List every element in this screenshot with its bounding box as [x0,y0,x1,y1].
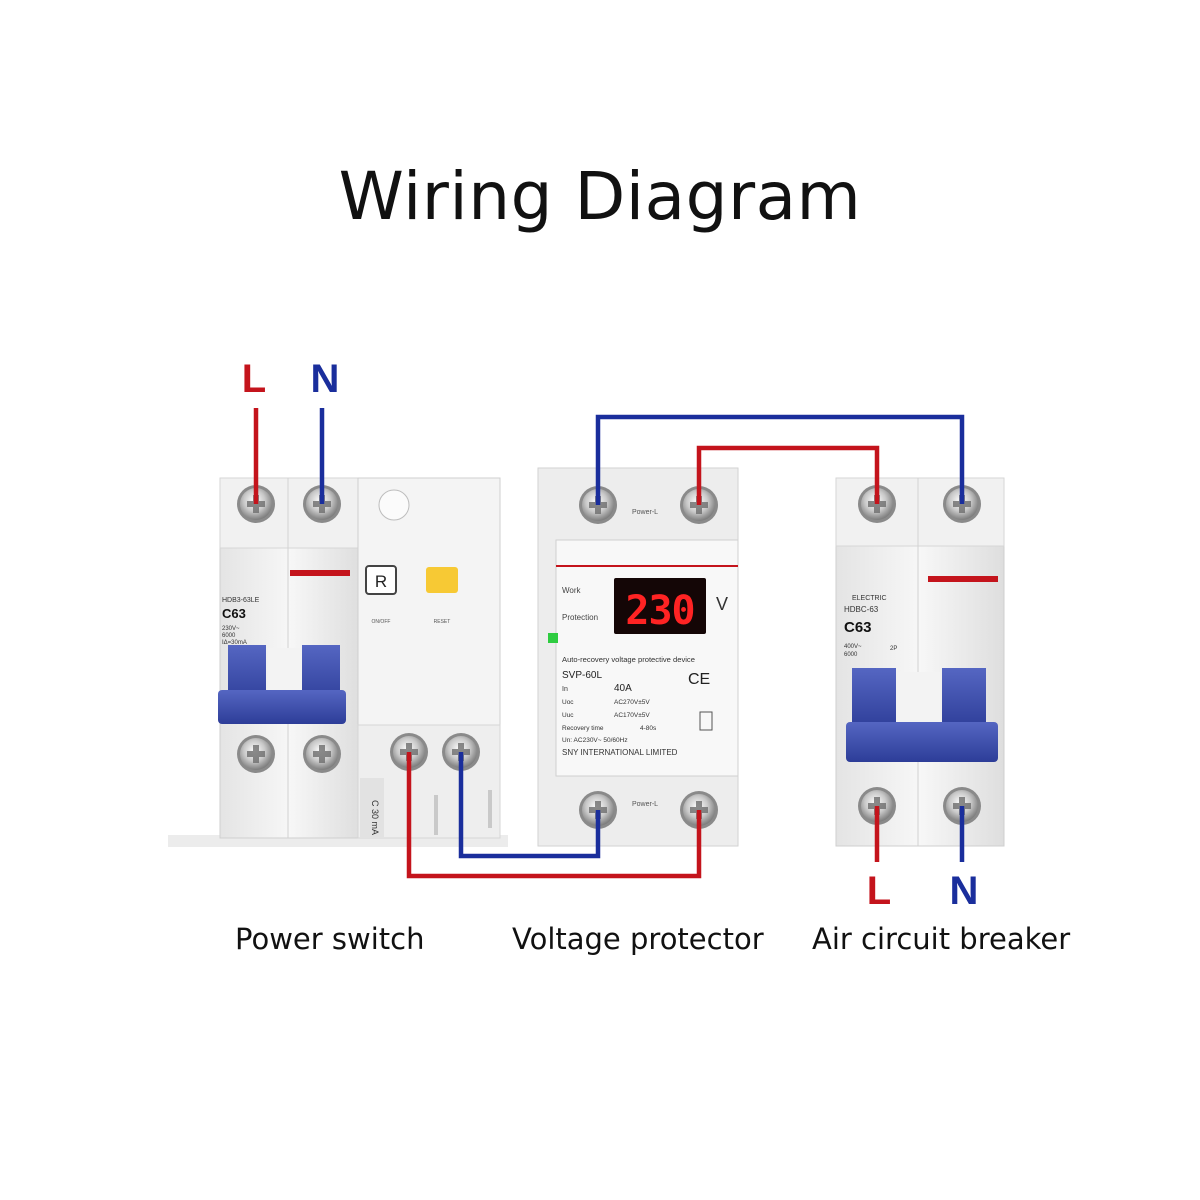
voltage-protector-rating-label: In [562,686,568,693]
voltage-protector-spec-1-value: AC270V±5V [614,699,650,706]
power-switch-test-button[interactable] [365,565,397,595]
voltage-protector-status-work: Work [562,586,582,595]
air-circuit-breaker-spec-2: 6000 [844,652,858,658]
n-wire-protector-to-breaker [595,414,965,505]
voltage-protector-spec-3-value: 4-80s [640,725,657,732]
voltage-protector-spec-2-value: AC170V±5V [614,712,650,719]
power-switch-mcb-rating: C63 [222,606,246,621]
voltage-protector-spec-1-label: Uoc [562,699,574,706]
voltage-protector-spec-4: Un: AC230V~ 50/60Hz [562,737,628,744]
air-circuit-breaker-device: ELECTRIC HDBC-63 C63 400V~ 6000 2P [835,477,1005,847]
input-l-label: L [242,357,266,401]
power-switch-mcb-spec-3: IΔ=30mA [222,640,247,646]
power-switch-reset-button[interactable] [426,567,458,593]
voltage-protector-device-name: Auto-recovery voltage protective device [562,655,695,664]
voltage-protector-maker: SNY INTERNATIONAL LIMITED [562,748,678,757]
l-wire-protector-to-breaker [696,445,880,505]
voltage-protector-display [614,578,706,634]
voltage-protector-led [548,633,558,643]
n-wire-switch-to-protector [458,752,601,859]
output-l-label: L [867,869,891,913]
air-circuit-breaker-caption: Air circuit breaker [812,922,1071,956]
wires [253,408,965,879]
power-switch-side-label: C 30 mA [370,800,380,835]
voltage-protector-display-unit: V [716,594,728,614]
power-switch-mid-n-screw [303,735,341,773]
power-switch-test-label: R [375,572,387,591]
air-circuit-breaker-model: HDBC-63 [844,605,879,614]
air-circuit-breaker-handle[interactable] [846,668,998,762]
power-switch-mcb-spec-1: 230V~ [222,626,240,632]
diagram-title: Wiring Diagram [338,158,862,235]
voltage-protector-top-label: Power-L [632,509,658,516]
power-switch-mid-l-screw [237,735,275,773]
power-switch-label-right: RESET [434,619,451,625]
input-n-label: N [311,357,340,401]
voltage-protector-spec-2-label: Uuc [562,712,574,719]
voltage-protector-display-value: 230 [625,588,694,634]
voltage-protector-status-protection: Protection [562,613,598,622]
power-switch-caption: Power switch [235,922,425,956]
power-switch-mcb-spec-2: 6000 [222,633,236,639]
voltage-protector-bottom-label: Power-L [632,801,658,808]
output-n-label: N [950,869,979,913]
air-circuit-breaker-spec-1: 400V~ [844,644,862,650]
power-switch-label-left: ON/OFF [372,619,391,625]
power-switch-mcb-model: HDB3-63LE [222,597,260,604]
voltage-protector-caption: Voltage protector [512,922,764,956]
voltage-protector-spec-3-label: Recovery time [562,725,604,732]
voltage-protector-rating: 40A [614,683,632,694]
air-circuit-breaker-brand: ELECTRIC [852,595,887,602]
air-circuit-breaker-rating: C63 [844,619,872,636]
air-circuit-breaker-spec-3: 2P [890,646,897,652]
power-switch-device: C 30 mA HDB3-63LE C63 230V~ 6000 IΔ=30mA… [168,477,508,847]
voltage-protector-device: Power-L Power-L Work Protection 230 V Au… [537,467,739,847]
voltage-protector-ce-mark: CE [688,671,710,688]
l-wire-switch-to-protector [406,752,702,879]
voltage-protector-model: SVP-60L [562,670,602,681]
power-switch-handle[interactable] [218,645,346,724]
